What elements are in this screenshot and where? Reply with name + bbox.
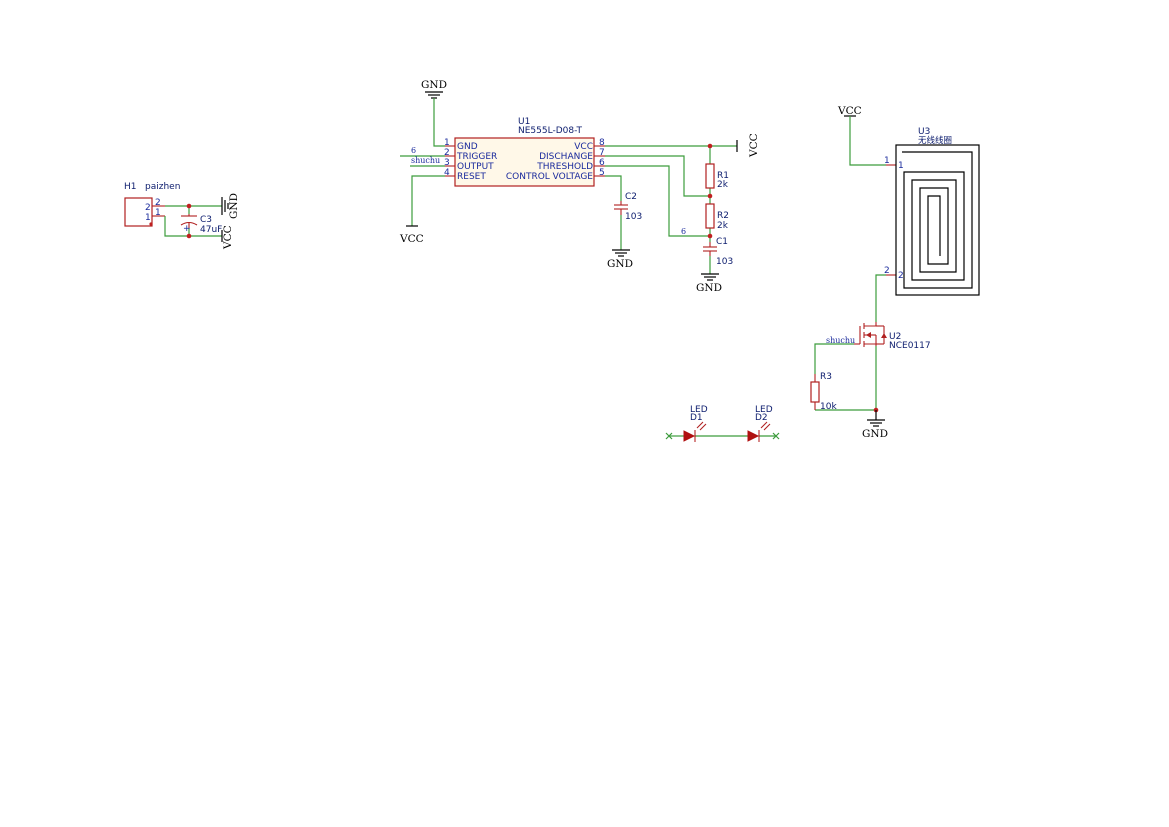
h1-pin1-label: 1 bbox=[145, 213, 151, 223]
u1-pin2-name: TRIGGER bbox=[456, 152, 497, 162]
h1-gnd-symbol: GND bbox=[221, 193, 240, 219]
u1-pin8-name: VCC bbox=[574, 142, 593, 152]
c3-plus: + bbox=[183, 224, 191, 234]
r2-value: 2k bbox=[717, 221, 729, 231]
c2-gnd-label: GND bbox=[607, 258, 633, 270]
c1-gnd-symbol: GND bbox=[696, 273, 722, 294]
u1-ref: U1 bbox=[518, 117, 530, 127]
u1-pin8-num: 8 bbox=[599, 138, 605, 148]
h1-wires bbox=[164, 203, 222, 239]
u1-pin1-name: GND bbox=[457, 142, 478, 152]
u3-ref: U3 bbox=[918, 127, 930, 137]
d1-value: LED bbox=[690, 405, 708, 415]
u3-wireless-coil[interactable]: U3 无线线圈 1 1 2 2 bbox=[884, 127, 980, 296]
h1-pin2-num: 2 bbox=[155, 198, 161, 208]
h1-vcc-symbol: VCC bbox=[221, 225, 234, 250]
u1-value: NE555L-D08-T bbox=[518, 126, 583, 136]
r2-ref: R2 bbox=[717, 211, 729, 221]
u2-gnd-symbol: GND bbox=[862, 410, 888, 440]
u3-pin1-name: 1 bbox=[898, 161, 904, 171]
u1-reset-vcc-symbol: VCC bbox=[399, 225, 424, 245]
c1-ref: C1 bbox=[716, 237, 728, 247]
u1-pin2-num: 2 bbox=[444, 148, 450, 158]
u1-pin3-name: OUTPUT bbox=[457, 162, 494, 172]
u3-pin2-num: 2 bbox=[884, 266, 890, 276]
u1-gnd-label: GND bbox=[421, 79, 447, 91]
c1-capacitor[interactable]: C1 103 bbox=[703, 237, 733, 267]
u3-vcc-label: VCC bbox=[837, 105, 862, 117]
h1-pin2-label: 2 bbox=[145, 203, 151, 213]
u3-wires bbox=[814, 116, 886, 413]
r3-ref: R3 bbox=[820, 372, 832, 382]
d2-led[interactable]: LED D2 bbox=[747, 405, 773, 442]
u1-reset-vcc-label: VCC bbox=[399, 233, 424, 245]
u1-ne555[interactable]: U1 NE555L-D08-T 1 2 3 4 GND TRIGGER OUTP… bbox=[444, 117, 605, 187]
d1-ref: D1 bbox=[690, 413, 703, 423]
u3-pin2-name: 2 bbox=[898, 271, 904, 281]
u2-mosfet[interactable]: U2 NCE0117 bbox=[854, 322, 931, 351]
d1-led[interactable]: LED D1 bbox=[683, 405, 708, 442]
net-label-output: shuchu bbox=[411, 156, 440, 165]
c2-ref: C2 bbox=[625, 192, 637, 202]
u1-vcc-label: VCC bbox=[748, 133, 760, 158]
h1-vcc-label: VCC bbox=[222, 225, 234, 250]
u1-pin4-name: RESET bbox=[457, 172, 486, 182]
u1-vcc-symbol: VCC bbox=[736, 133, 760, 158]
led-wires bbox=[665, 432, 780, 440]
r3-resistor[interactable]: R3 10k bbox=[810, 372, 837, 412]
net-label-trigger: 6 bbox=[411, 146, 416, 155]
u1-pin3-num: 3 bbox=[444, 158, 450, 168]
h1-pin1-num: 1 bbox=[155, 208, 161, 218]
h1-gnd-label: GND bbox=[228, 193, 240, 219]
h1-ref: H1 bbox=[124, 182, 137, 192]
c2-gnd-symbol: GND bbox=[607, 249, 633, 270]
u2-ref: U2 bbox=[889, 332, 901, 342]
net-label-threshold: 6 bbox=[681, 227, 686, 236]
u1-pin1-num: 1 bbox=[444, 138, 450, 148]
u1-pin7-num: 7 bbox=[599, 148, 605, 158]
c1-value: 103 bbox=[716, 257, 733, 267]
u1-pin4-num: 4 bbox=[444, 168, 450, 178]
u3-vcc-symbol: VCC bbox=[837, 105, 862, 117]
u1-gnd-symbol: GND bbox=[421, 79, 447, 99]
r1-value: 2k bbox=[717, 180, 729, 190]
u2-gnd-label: GND bbox=[862, 428, 888, 440]
d2-value: LED bbox=[755, 405, 773, 415]
c2-value: 103 bbox=[625, 212, 642, 222]
u2-value: NCE0117 bbox=[889, 341, 931, 351]
c3-ref: C3 bbox=[200, 215, 212, 225]
u1-pin6-name: THRESHOLD bbox=[536, 162, 593, 172]
net-label-gate: shuchu bbox=[826, 336, 855, 345]
u1-wires bbox=[400, 98, 737, 274]
u3-pin1-num: 1 bbox=[884, 156, 890, 166]
c1-gnd-label: GND bbox=[696, 282, 722, 294]
u1-pin5-num: 5 bbox=[599, 168, 605, 178]
h1-value: paizhen bbox=[145, 182, 180, 192]
r1-resistor[interactable]: R1 2k bbox=[705, 163, 729, 190]
r2-resistor[interactable]: R2 2k bbox=[705, 203, 729, 231]
c3-value: 47uF bbox=[200, 225, 222, 235]
c2-capacitor[interactable]: C2 103 bbox=[614, 192, 642, 222]
h1-connector[interactable]: H1 paizhen 2 1 2 1 bbox=[124, 182, 180, 227]
r3-value: 10k bbox=[820, 402, 837, 412]
d2-ref: D2 bbox=[755, 413, 768, 423]
c3-capacitor[interactable]: + C3 47uF bbox=[180, 214, 222, 235]
r1-ref: R1 bbox=[717, 171, 729, 181]
u3-value: 无线线圈 bbox=[918, 135, 952, 146]
u1-pin7-name: DISCHANGE bbox=[539, 152, 593, 162]
u1-pin5-name: CONTROL VOLTAGE bbox=[506, 172, 593, 182]
u1-pin6-num: 6 bbox=[599, 158, 605, 168]
